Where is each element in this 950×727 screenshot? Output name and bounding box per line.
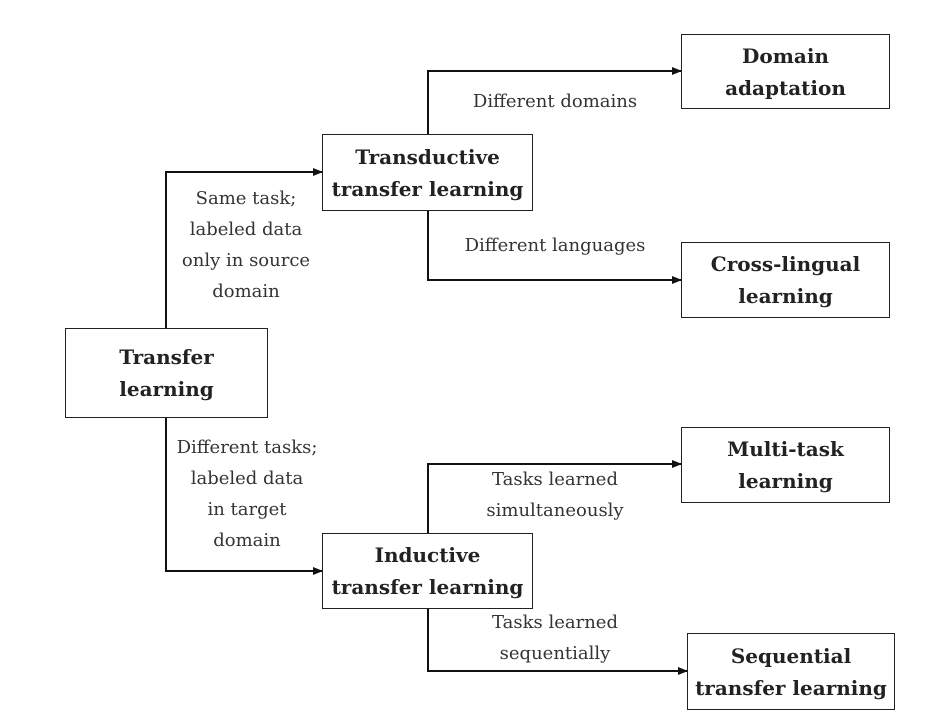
- node-multi-task-learning: Multi-task learning: [681, 427, 890, 503]
- arrow-inductive-to-sequential: [427, 609, 688, 675]
- node-line: Transfer: [119, 345, 214, 369]
- edge-label-line: sequentially: [499, 643, 611, 664]
- node-line: Inductive: [374, 543, 481, 567]
- node-line: Domain: [742, 43, 829, 68]
- edge-label-line: labeled data: [190, 468, 304, 489]
- edge-label-line: Different tasks;: [176, 437, 318, 458]
- node-line: adaptation: [725, 75, 846, 100]
- node-domain-adaptation: Domain adaptation: [681, 34, 890, 109]
- edge-label-different-languages: Different languages: [440, 230, 670, 261]
- node-cross-lingual-learning: Cross-lingual learning: [681, 242, 890, 318]
- edge-label-line: in target: [207, 499, 287, 520]
- node-line: transfer learning: [331, 575, 524, 599]
- edge-label-line: Different domains: [472, 91, 638, 112]
- edge-label-line: simultaneously: [486, 500, 624, 521]
- edge-label-different-tasks: Different tasks; labeled data in target …: [162, 432, 332, 556]
- edge-label-line: Tasks learned: [492, 612, 618, 633]
- edge-label-line: labeled data: [189, 219, 303, 240]
- arrow-inductive-to-multi-task: [427, 460, 682, 533]
- edge-label-same-task: Same task; labeled data only in source d…: [168, 183, 324, 307]
- node-line: transfer learning: [695, 675, 887, 700]
- edge-label-tasks-sequentially: Tasks learned sequentially: [450, 607, 660, 669]
- edge-label-tasks-simultaneously: Tasks learned simultaneously: [450, 464, 660, 526]
- edge-label-line: Same task;: [195, 188, 297, 209]
- node-line: Sequential: [730, 643, 852, 668]
- node-line: Transductive: [355, 144, 500, 169]
- node-sequential-transfer-learning: Sequential transfer learning: [687, 633, 895, 710]
- arrow-transductive-to-domain-adaptation: [427, 67, 682, 134]
- node-line: transfer learning: [331, 176, 524, 201]
- node-line: Cross-lingual: [710, 252, 861, 276]
- edge-label-line: Tasks learned: [492, 469, 618, 490]
- edge-label-line: only in source: [181, 250, 311, 271]
- edge-label-different-domains: Different domains: [440, 86, 670, 117]
- node-inductive-transfer-learning: Inductive transfer learning: [322, 533, 533, 609]
- edge-label-line: domain: [212, 281, 280, 302]
- arrow-root-to-inductive: [165, 418, 323, 575]
- node-line: Multi-task: [727, 437, 844, 461]
- arrow-root-to-transductive: [165, 168, 323, 328]
- node-line: learning: [119, 377, 214, 401]
- arrow-transductive-to-cross-lingual: [427, 211, 682, 284]
- node-transfer-learning: Transfer learning: [65, 328, 268, 418]
- edge-label-line: domain: [213, 530, 281, 551]
- node-transductive-transfer-learning: Transductive transfer learning: [322, 134, 533, 211]
- edge-label-line: Different languages: [464, 235, 646, 256]
- node-line: learning: [738, 284, 833, 308]
- node-line: learning: [738, 469, 833, 493]
